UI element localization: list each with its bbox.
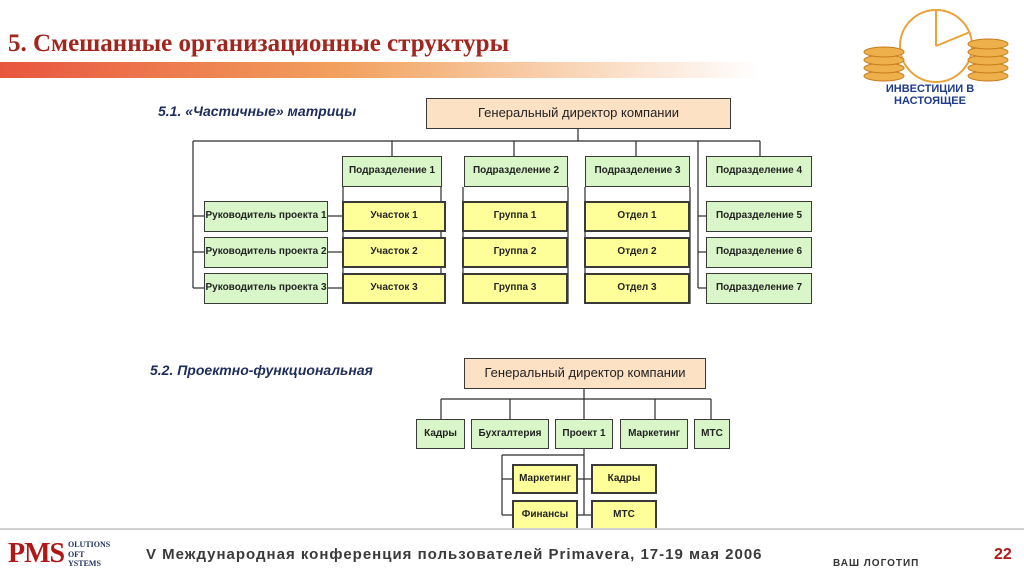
project-manager-3-box: Руководитель проекта 3 — [204, 273, 328, 304]
dept-marketing-box: Маркетинг — [620, 419, 688, 449]
project-marketing-box: Маркетинг — [512, 464, 578, 494]
project-manager-1-box: Руководитель проекта 1 — [204, 201, 328, 232]
conference-text: V Международная конференция пользователе… — [146, 546, 763, 563]
division-5-box: Подразделение 5 — [706, 201, 812, 232]
brand-line-3: YSTEMS — [68, 559, 101, 569]
section2-label: 5.2. Проектно-функциональная — [150, 362, 373, 378]
dept-hr-box: Кадры — [416, 419, 465, 449]
matrix-cell-2-2: Группа 2 — [462, 237, 568, 268]
division-6-box: Подразделение 6 — [706, 237, 812, 268]
matrix-cell-1-3: Отдел 1 — [584, 201, 690, 232]
logo-placeholder: ВАШ ЛОГОТИП — [833, 558, 920, 569]
matrix-cell-3-1: Участок 3 — [342, 273, 446, 304]
section1-director-box: Генеральный директор компании — [426, 98, 731, 129]
matrix-cell-3-3: Отдел 3 — [584, 273, 690, 304]
division-3-box: Подразделение 3 — [585, 156, 690, 187]
matrix-cell-2-1: Участок 2 — [342, 237, 446, 268]
project-finance-box: Финансы — [512, 500, 578, 530]
dept-mts-box: МТС — [694, 419, 730, 449]
section2-director-box: Генеральный директор компании — [464, 358, 706, 389]
division-7-box: Подразделение 7 — [706, 273, 812, 304]
matrix-cell-1-2: Группа 1 — [462, 201, 568, 232]
brand-line-1: OLUTIONS — [68, 540, 111, 549]
logo-text: ИНВЕСТИЦИИ В НАСТОЯЩЕЕ — [885, 83, 975, 107]
dept-project-1-box: Проект 1 — [555, 419, 613, 449]
project-manager-2-box: Руководитель проекта 2 — [204, 237, 328, 268]
title-underline — [0, 62, 760, 78]
footer-divider — [0, 528, 1024, 530]
brand-logo-subtext: OLUTIONS OFT YSTEMS — [68, 540, 110, 569]
matrix-cell-3-2: Группа 3 — [462, 273, 568, 304]
slide-title: 5. Смешанные организационные структуры — [8, 30, 510, 57]
matrix-cell-1-1: Участок 1 — [342, 201, 446, 232]
page-number: 22 — [994, 546, 1012, 563]
coins-clock-icon — [863, 9, 1009, 83]
brand-logo: PMS — [8, 538, 65, 569]
division-1-box: Подразделение 1 — [342, 156, 442, 187]
section1-label: 5.1. «Частичные» матрицы — [158, 103, 357, 119]
brand-line-2: OFT — [68, 549, 85, 559]
project-mts-box: МТС — [591, 500, 657, 530]
division-2-box: Подразделение 2 — [464, 156, 568, 187]
matrix-cell-2-3: Отдел 2 — [584, 237, 690, 268]
division-4-box: Подразделение 4 — [706, 156, 812, 187]
dept-accounting-box: Бухгалтерия — [471, 419, 549, 449]
project-hr-box: Кадры — [591, 464, 657, 494]
